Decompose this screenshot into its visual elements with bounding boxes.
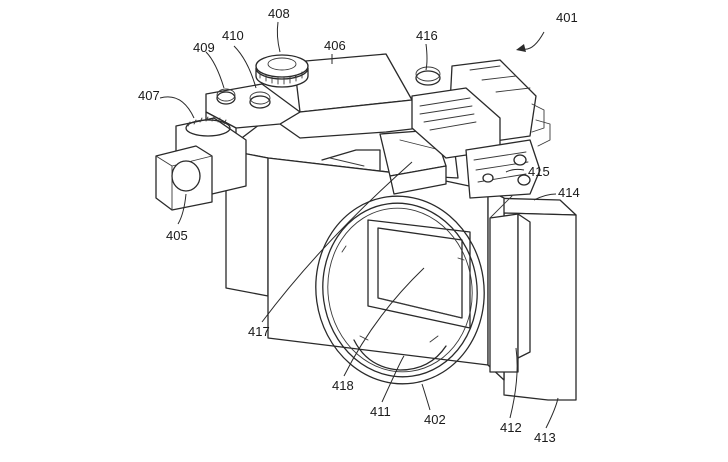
label-412: 412 [500,420,522,435]
leader-409 [206,52,224,88]
leader-413 [546,398,558,428]
top-dial [256,55,308,87]
leader-407 [160,97,194,118]
leader-416 [426,44,427,70]
label-401: 401 [556,10,578,25]
label-410: 410 [222,28,244,43]
label-416: 416 [416,28,438,43]
label-406: 406 [324,38,346,53]
leader-411 [382,356,404,402]
label-413: 413 [534,430,556,445]
label-414: 414 [558,185,580,200]
arrowhead-401 [516,44,526,52]
leader-402 [422,384,430,410]
label-407: 407 [138,88,160,103]
label-411: 411 [370,404,391,419]
leader-408 [277,22,280,52]
label-409: 409 [193,40,215,55]
label-415: 415 [528,164,550,179]
label-417: 417 [248,324,270,339]
label-418: 418 [332,378,354,393]
label-402: 402 [424,412,446,427]
label-405: 405 [166,228,188,243]
leader-410 [234,46,256,88]
label-408: 408 [268,6,290,21]
